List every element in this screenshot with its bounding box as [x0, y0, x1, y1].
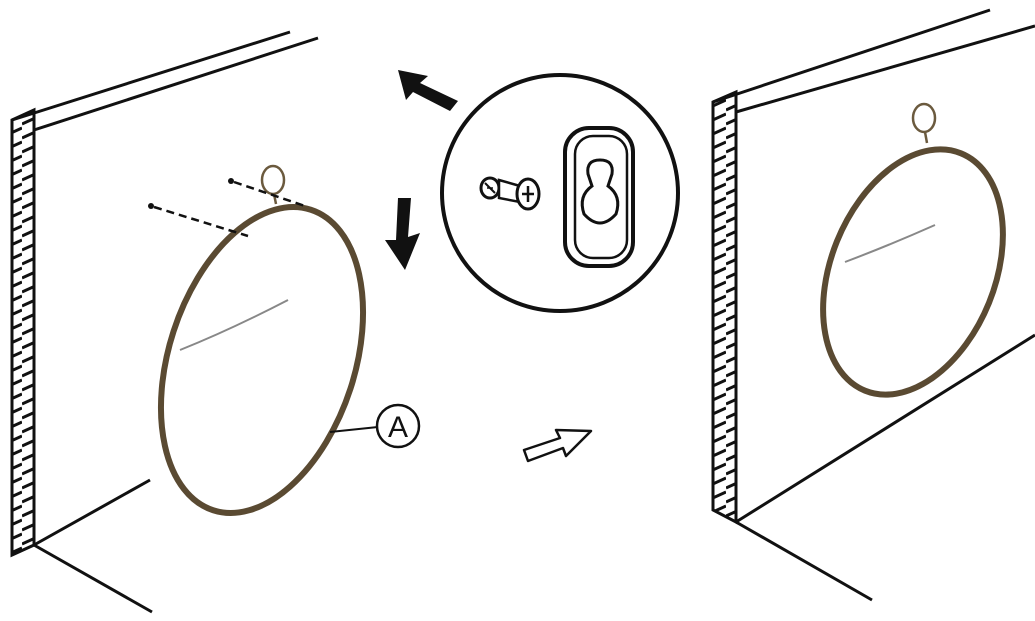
arrow-down-icon [385, 198, 420, 270]
right-wall-panel [711, 8, 1035, 602]
detail-inset [440, 73, 680, 313]
right-mirror-hanging-loop [911, 102, 937, 134]
left-floor-line-front [33, 543, 153, 614]
keyhole-bracket-icon [563, 126, 635, 268]
left-wall-panel [10, 30, 319, 614]
left-mirror-frame [157, 204, 367, 516]
right-floor-line [735, 520, 873, 602]
right-wall-right-edge [735, 333, 1035, 524]
callout-a: A [329, 403, 421, 449]
left-mirror-reflection [179, 299, 289, 351]
left-mirror [148, 164, 367, 516]
left-mirror-hanging-loop [260, 164, 286, 196]
left-screw-point-top [228, 178, 234, 184]
arrow-up-left-icon [398, 70, 458, 111]
left-screw-point-bottom [148, 203, 154, 209]
right-wall-top-line-inner [735, 24, 1035, 114]
callout-a-circle [375, 403, 421, 449]
left-wall-top-line [11, 30, 291, 122]
callout-a-label: A [388, 411, 408, 444]
right-mirror-loop-stem [923, 131, 929, 144]
detail-inset-circle [440, 73, 680, 313]
right-wall-edge-hatching [711, 89, 738, 525]
left-guide-line-bottom [153, 205, 249, 238]
outline-arrow-icon [522, 428, 593, 463]
callout-a-leader [329, 426, 379, 433]
right-wall-top-line [712, 8, 991, 104]
right-mirror-reflection [844, 224, 936, 263]
left-wall-edge-hatching [10, 107, 36, 558]
screw-icon [479, 176, 541, 211]
left-floor-line-back [33, 478, 151, 547]
right-mirror [820, 102, 1006, 398]
right-mirror-frame [820, 146, 1006, 398]
left-wall-top-line-inner [33, 36, 319, 132]
